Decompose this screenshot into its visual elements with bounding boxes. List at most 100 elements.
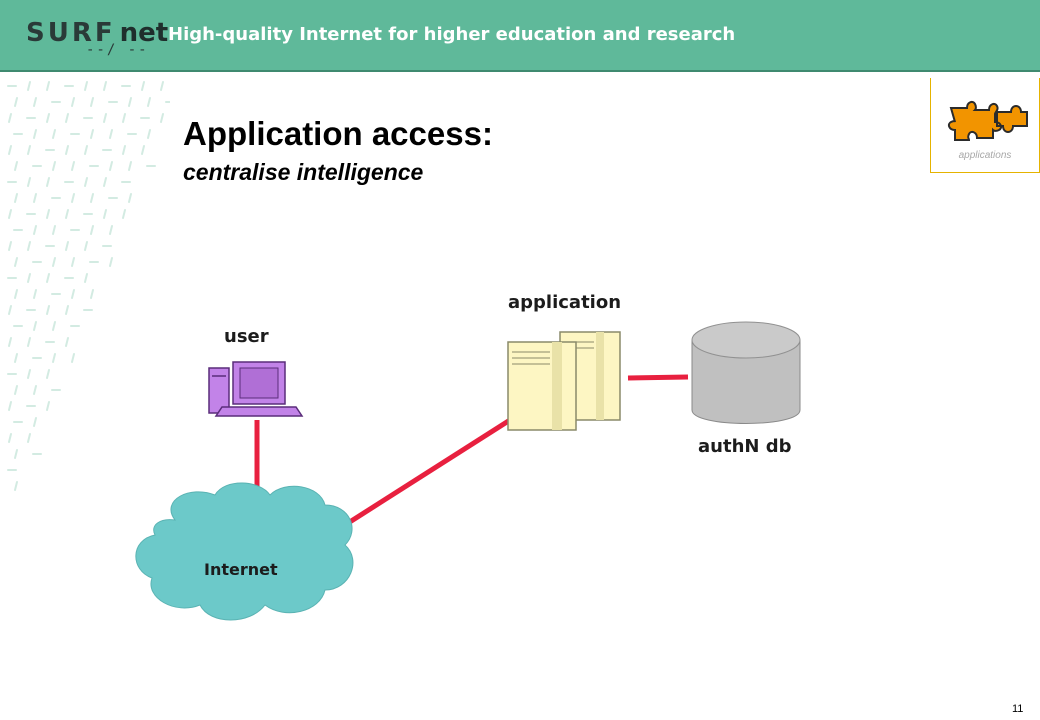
link-internet-application	[343, 417, 512, 528]
pattern-dash	[65, 305, 69, 315]
pattern-dash	[90, 129, 94, 139]
pattern-dash	[160, 81, 164, 91]
logo-suffix: net	[119, 18, 169, 48]
pattern-dash	[8, 401, 12, 411]
pattern-dash	[141, 81, 145, 91]
pattern-dash	[27, 177, 31, 187]
pattern-dash	[122, 113, 126, 123]
label-internet: Internet	[204, 560, 278, 579]
pattern-dash	[33, 289, 37, 299]
pattern-dash	[46, 81, 50, 91]
pattern-dash	[8, 209, 12, 219]
pattern-dash	[52, 257, 56, 267]
pattern-dash	[46, 209, 50, 219]
pattern-dash	[52, 129, 56, 139]
pattern-dash	[109, 257, 113, 267]
pattern-dash	[8, 241, 12, 251]
pattern-dash	[128, 97, 132, 107]
puzzle-icon	[947, 100, 1028, 141]
pattern-dash	[14, 449, 18, 459]
pattern-dash	[46, 177, 50, 187]
pattern-dash	[14, 385, 18, 395]
pattern-dash	[84, 241, 88, 251]
pattern-dash	[90, 97, 94, 107]
pattern-dash	[90, 225, 94, 235]
pattern-dash	[90, 193, 94, 203]
pattern-dash	[33, 225, 37, 235]
application-server-icon	[507, 331, 621, 431]
pattern-dash	[109, 161, 113, 171]
pattern-dash	[46, 273, 50, 283]
pattern-dash	[52, 161, 56, 171]
pattern-dash	[65, 209, 69, 219]
pattern-dash	[65, 241, 69, 251]
pattern-dash	[14, 289, 18, 299]
user-computer-icon	[208, 361, 304, 417]
internet-cloud	[135, 482, 354, 621]
pattern-dash	[103, 113, 107, 123]
pattern-dash	[52, 321, 56, 331]
pattern-dash	[8, 433, 12, 443]
pattern-dash	[65, 337, 69, 347]
label-user: user	[224, 326, 269, 347]
pattern-dash	[33, 97, 37, 107]
header-tagline: High-quality Internet for higher educati…	[168, 24, 736, 45]
pattern-dash	[141, 145, 145, 155]
pattern-dash	[33, 385, 37, 395]
pattern-dash	[27, 433, 31, 443]
pattern-dash	[65, 145, 69, 155]
pattern-dash	[65, 113, 69, 123]
pattern-dash	[52, 225, 56, 235]
pattern-dash	[46, 369, 50, 379]
pattern-dash	[71, 161, 75, 171]
pattern-dash	[90, 289, 94, 299]
applications-badge: applications	[930, 78, 1040, 173]
pattern-dash	[84, 81, 88, 91]
pattern-dash	[103, 81, 107, 91]
pattern-dash	[84, 177, 88, 187]
pattern-dash	[46, 113, 50, 123]
slide-subtitle: centralise intelligence	[183, 159, 424, 185]
pattern-dash	[8, 337, 12, 347]
pattern-dash	[103, 209, 107, 219]
pattern-dash	[27, 145, 31, 155]
label-application: application	[508, 292, 622, 313]
pattern-dash	[27, 241, 31, 251]
pattern-dash	[27, 369, 31, 379]
pattern-dash	[71, 353, 75, 363]
pattern-dash	[128, 193, 132, 203]
pattern-dash	[14, 193, 18, 203]
pattern-dash	[52, 353, 56, 363]
pattern-dash	[8, 145, 12, 155]
pattern-dash	[33, 129, 37, 139]
logo-main: SURF	[26, 18, 116, 48]
pattern-dash	[160, 113, 164, 123]
badge-label: applications	[958, 150, 1012, 161]
pattern-dash	[27, 81, 31, 91]
pattern-dash	[14, 353, 18, 363]
pattern-dash	[122, 209, 126, 219]
slide-title: Application access:	[183, 115, 493, 152]
pattern-dash	[71, 257, 75, 267]
pattern-dash	[103, 177, 107, 187]
pattern-dash	[8, 305, 12, 315]
logo-slash-mark: --/ --	[86, 42, 149, 58]
pattern-dash	[109, 225, 113, 235]
pattern-dash	[27, 273, 31, 283]
pattern-dash	[33, 417, 37, 427]
decorative-dash-pattern	[7, 81, 170, 491]
pattern-dash	[71, 289, 75, 299]
pattern-dash	[8, 113, 12, 123]
pattern-dash	[14, 481, 18, 491]
page-number: 11	[1012, 703, 1024, 715]
pattern-dash	[147, 129, 151, 139]
pattern-dash	[46, 401, 50, 411]
pattern-dash	[128, 161, 132, 171]
pattern-dash	[84, 145, 88, 155]
pattern-dash	[46, 305, 50, 315]
authn-database-icon	[691, 321, 801, 424]
pattern-dash	[147, 97, 151, 107]
